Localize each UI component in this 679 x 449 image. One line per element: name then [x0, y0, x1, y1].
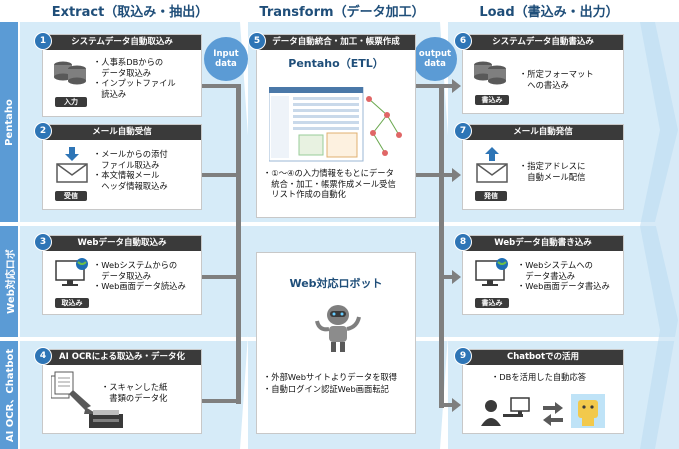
load-card-system-write: システムデータ自動書込み 書込み ・所定フォーマット への書込み — [462, 34, 624, 114]
etl-description: ・①～④の入力情報をもとにデータ 統合・加工・帳票作成メール受信 リスト作成の自… — [263, 168, 396, 199]
card-title: AI OCRによる取込み・データ化 — [43, 350, 201, 365]
input-data-connector: Input data — [204, 37, 248, 81]
card-title: Chatbotでの活用 — [463, 350, 623, 365]
card-text: ・スキャンした紙 書類のデータ化 — [101, 382, 168, 403]
mail-upload-icon — [476, 147, 508, 183]
card-title: データ自動統合・加工・帳票作成 — [257, 35, 415, 50]
card-text: ・メールからの添付 ファイル取込み・本文情報メール ヘッダ情報取込み — [93, 149, 168, 191]
mail-download-icon — [56, 147, 88, 183]
write-tag: 書込み — [475, 95, 509, 105]
column-header-extract: Extract（取込み・抽出） — [51, 5, 209, 20]
robot-icon — [315, 305, 361, 352]
card-title: メール自動受信 — [43, 125, 201, 140]
robot-label: Web対応ロボット — [289, 277, 383, 290]
card-text: ・Webシステムからの データ取込み・Web画面データ読込み — [93, 260, 186, 291]
load-card-chatbot: Chatbotでの活用 ・DBを活用した自動応答 — [462, 349, 624, 434]
card-text: ・指定アドレスに 自動メール配信 — [519, 161, 586, 182]
extract-card-web-data: Webデータ自動取込み 取込み ・Webシステムからの データ取込み・Web画面… — [42, 235, 202, 315]
step-number-1: 1 — [34, 32, 52, 50]
row-label-ai-ocr-chatbot: AI OCR、Chatbot — [0, 341, 18, 449]
write-tag: 書込み — [475, 298, 509, 308]
load-card-mail-send: メール自動発信 発信 ・指定アドレスに 自動メール配信 — [462, 124, 624, 210]
monitor-globe-icon — [475, 258, 508, 286]
extract-card-mail-receive: メール自動受信 受信 ・メールからの添付 ファイル取込み・本文情報メール ヘッダ… — [42, 124, 202, 210]
step-number-9: 9 — [454, 347, 472, 365]
column-header-load: Load（書込み・出力） — [479, 5, 619, 20]
etl-label: Pentaho（ETL） — [288, 57, 384, 70]
input-tag: 入力 — [55, 97, 87, 107]
scanner-documents-icon — [51, 371, 123, 428]
etl-screenshot-image — [269, 87, 402, 162]
step-number-7: 7 — [454, 122, 472, 140]
card-text: ・DBを活用した自動応答 — [491, 372, 587, 382]
send-tag: 発信 — [475, 191, 507, 201]
card-title: メール自動発信 — [463, 125, 623, 140]
column-header-transform: Transform（データ加工） — [259, 5, 425, 20]
extract-card-system-data: システムデータ自動取込み 入力 ・人事系DBからの データ取込み・インプットファ… — [42, 34, 202, 117]
step-number-6: 6 — [454, 32, 472, 50]
extract-card-ai-ocr: AI OCRによる取込み・データ化 ・スキャンした紙 書類のデータ化 — [42, 349, 202, 434]
receive-tag: 受信 — [55, 191, 87, 201]
card-title: システムデータ自動取込み — [43, 35, 201, 50]
card-text: ・Webシステムへの データ書込み・Web画面データ書込み — [517, 260, 610, 291]
card-text: ・人事系DBからの データ取込み・インプットファイル 読込み — [93, 57, 176, 99]
import-tag: 取込み — [55, 298, 89, 308]
row-label-pentaho: Pentaho — [0, 22, 18, 222]
step-number-3: 3 — [34, 233, 52, 251]
card-title: システムデータ自動書込み — [463, 35, 623, 50]
monitor-globe-icon — [55, 258, 88, 286]
step-number-5: 5 — [248, 32, 266, 50]
output-data-connector: output data — [413, 37, 457, 81]
step-number-2: 2 — [34, 122, 52, 140]
card-title: Webデータ自動取込み — [43, 236, 201, 251]
card-text: ・所定フォーマット への書込み — [519, 69, 594, 90]
row-label-web-robot: Web対応ロボ — [0, 226, 18, 337]
transform-card-etl: データ自動統合・加工・帳票作成 Pentaho（ETL） ・①～④の入力情報をも… — [256, 34, 416, 218]
load-card-web-write: Webデータ自動書き込み 書込み ・Webシステムへの データ書込み・Web画面… — [462, 235, 624, 315]
card-title: Webデータ自動書き込み — [463, 236, 623, 251]
database-icon — [474, 61, 506, 85]
database-icon — [54, 61, 86, 85]
step-number-4: 4 — [34, 347, 52, 365]
transform-card-web-robot: Web対応ロボット ・外部Webサイトよりデータを取得・自動ログイン認証Web画… — [256, 252, 416, 434]
chatbot-illustration-icon — [481, 394, 605, 428]
robot-description: ・外部Webサイトよりデータを取得・自動ログイン認証Web画面転記 — [263, 372, 398, 394]
step-number-8: 8 — [454, 233, 472, 251]
